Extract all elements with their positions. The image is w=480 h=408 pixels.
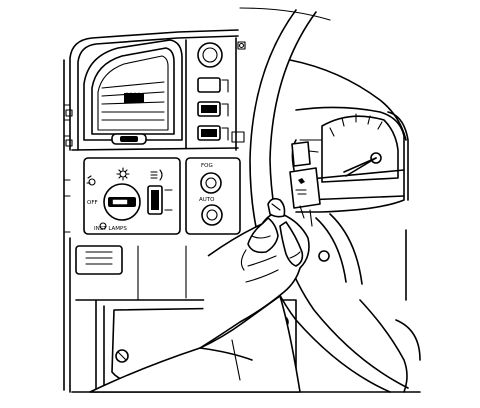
- sleeve: [89, 295, 301, 393]
- steering-column: [299, 205, 421, 393]
- multifunction-lever: [289, 139, 405, 209]
- fog-label: FOG: [201, 163, 213, 169]
- headlamp-switch-panel: OFF INST LAMPS: [83, 157, 181, 235]
- off-label: OFF: [87, 200, 98, 206]
- hand: [199, 197, 310, 349]
- instrument-cluster: [289, 59, 409, 213]
- switch-column: [185, 37, 246, 151]
- air-vent: [83, 39, 183, 145]
- auto-label: AUTO: [199, 197, 215, 203]
- inst-lamps-label: INST LAMPS: [94, 226, 127, 232]
- dashboard-housing: [63, 29, 239, 393]
- fog-auto-switch-panel: FOG AUTO: [185, 157, 241, 235]
